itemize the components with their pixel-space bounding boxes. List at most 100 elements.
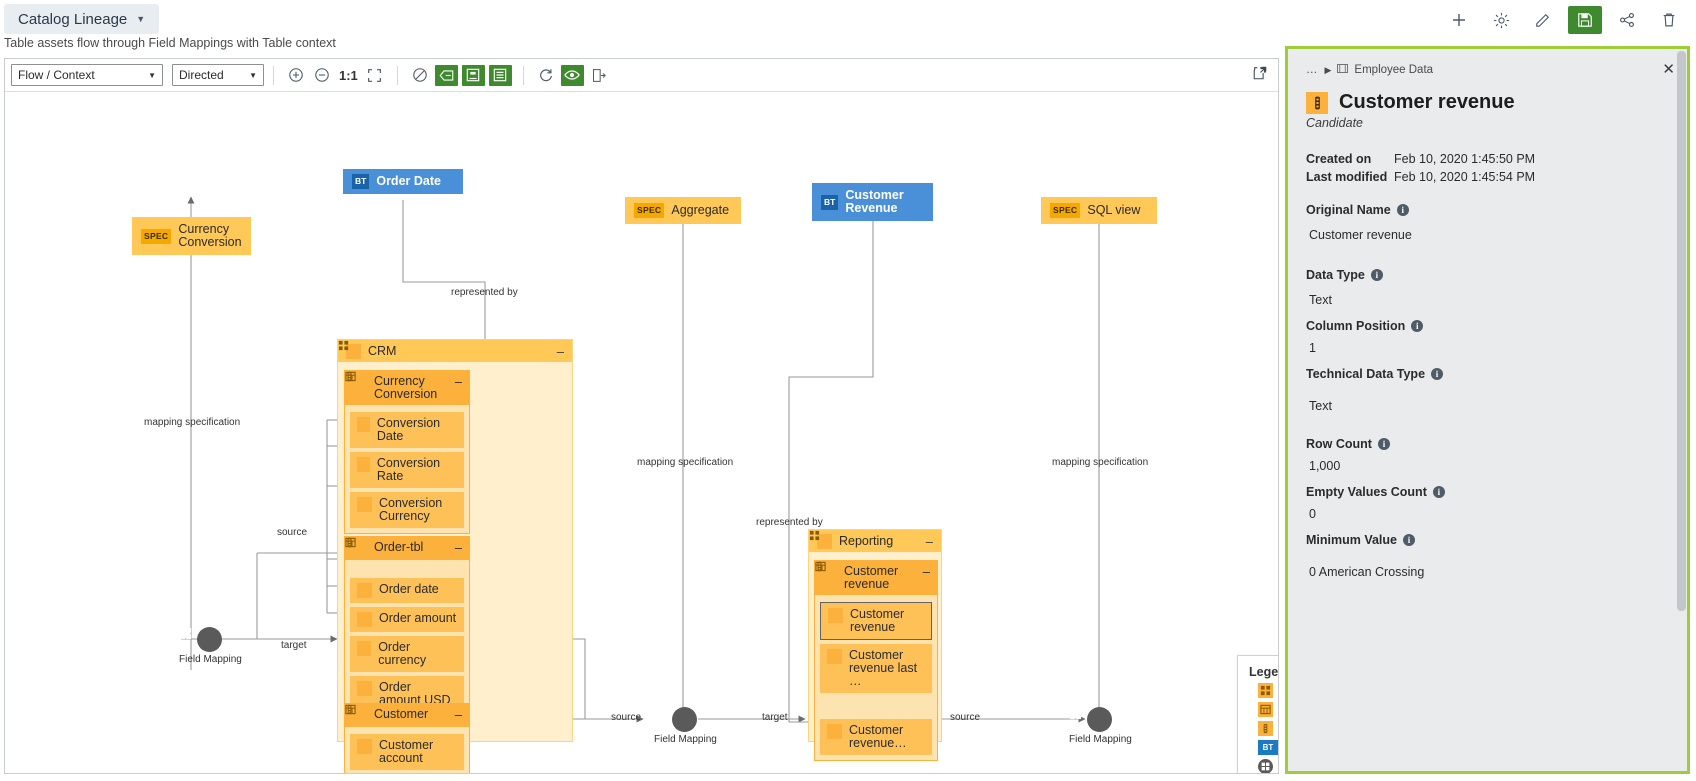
column-icon xyxy=(1306,91,1328,114)
collapse-icon[interactable]: – xyxy=(556,343,564,359)
label-icon[interactable] xyxy=(434,64,458,86)
node-customer-table[interactable]: Customer – Customer account xyxy=(344,703,470,773)
node-currency-conversion-table[interactable]: Currency Conversion – Conversion Date xyxy=(344,370,470,534)
node-conversion-currency[interactable]: Conversion Currency xyxy=(347,371,464,528)
close-icon[interactable]: ✕ xyxy=(1662,61,1675,78)
gear-icon[interactable] xyxy=(1484,6,1518,34)
no-filter-icon[interactable] xyxy=(409,64,431,86)
meta-row-created-on: Created on Feb 10, 2020 1:45:50 PM xyxy=(1306,152,1669,166)
expand-icon[interactable] xyxy=(1252,65,1268,86)
node-field-mapping-1[interactable]: Field Mapping xyxy=(179,627,242,665)
schema-icon xyxy=(1337,63,1349,77)
info-icon[interactable]: i xyxy=(1403,534,1415,546)
save-button[interactable] xyxy=(1568,6,1602,34)
trash-icon[interactable] xyxy=(1652,6,1686,34)
node-label: Customer xyxy=(374,707,429,721)
table-icon xyxy=(345,704,367,723)
info-icon[interactable]: i xyxy=(1431,368,1444,380)
column-icon xyxy=(347,537,372,627)
share-icon[interactable] xyxy=(1610,6,1644,34)
breadcrumb-ellipsis[interactable]: … xyxy=(1306,64,1319,76)
eye-icon[interactable] xyxy=(560,64,584,86)
table-header[interactable]: Order-tbl – xyxy=(345,537,469,560)
table-icon xyxy=(345,537,367,556)
node-label: Customer revenue xyxy=(844,564,899,591)
table-header[interactable]: Customer revenue – xyxy=(815,561,937,595)
fit-screen-icon[interactable] xyxy=(364,64,386,86)
node-order-date-bt[interactable]: BT Order Date xyxy=(343,169,463,194)
info-icon[interactable]: i xyxy=(1411,320,1424,332)
field-label: Data Type i xyxy=(1306,268,1669,282)
node-label: Conversion Rate xyxy=(376,456,441,483)
detail-scroll-thumb[interactable] xyxy=(1677,51,1686,611)
field-label: Empty Values Count i xyxy=(1306,485,1669,499)
table-header[interactable]: Customer – xyxy=(345,704,469,727)
node-sql-view-spec[interactable]: SPEC SQL view xyxy=(1041,197,1157,224)
field-label: Technical Data Type i xyxy=(1306,367,1669,381)
field-value: 1 xyxy=(1309,341,1316,355)
legend-panel[interactable]: Legend Schema Table xyxy=(1237,655,1278,773)
node-customer-revenue-last[interactable]: Customer revenue last … xyxy=(817,561,932,693)
info-icon[interactable]: i xyxy=(1370,269,1383,281)
node-customer-revenue-column[interactable]: Customer revenue xyxy=(817,561,932,640)
node-label: SQL view xyxy=(1087,203,1141,217)
schema-header[interactable]: Reporting – xyxy=(809,530,941,552)
list-icon[interactable] xyxy=(488,64,512,86)
table-columns: Customer revenue Customer revenue last … xyxy=(815,561,937,760)
column-icon xyxy=(347,537,372,598)
node-customer-revenue-bt[interactable]: BT Customer Revenue xyxy=(812,183,933,221)
info-icon[interactable]: i xyxy=(1396,204,1409,216)
tab-catalog-lineage[interactable]: Catalog Lineage ▼ xyxy=(4,4,160,34)
node-crm-schema[interactable]: CRM – Currency Conversion – xyxy=(337,339,573,773)
node-conversion-date[interactable]: Conversion Date xyxy=(347,371,464,448)
zoom-out-icon[interactable] xyxy=(311,64,333,86)
node-customer-revenue-dots[interactable]: Customer revenue… xyxy=(817,561,932,755)
field-value: 0 xyxy=(1309,507,1316,521)
breadcrumb-item[interactable]: Employee Data xyxy=(1354,64,1434,76)
direction-select[interactable]: Directed ▼ xyxy=(172,64,264,86)
field-label-text: Minimum Value xyxy=(1306,533,1397,547)
collapse-icon[interactable]: – xyxy=(922,564,930,579)
node-field-mapping-3[interactable]: Field Mapping xyxy=(1069,707,1132,745)
add-button[interactable] xyxy=(1442,6,1476,34)
column-icon xyxy=(817,561,843,623)
node-order-table[interactable]: Order-tbl – Order date xyxy=(344,536,470,718)
info-icon[interactable]: i xyxy=(1432,486,1445,498)
node-order-currency[interactable]: Order currency xyxy=(347,537,464,672)
export-icon[interactable] xyxy=(588,64,610,86)
column-icon xyxy=(347,371,370,432)
zoom-in-icon[interactable] xyxy=(285,64,307,86)
node-field-mapping-2[interactable]: Field Mapping xyxy=(654,707,717,745)
layout-icon[interactable] xyxy=(461,64,485,86)
field-label-text: Data Type xyxy=(1306,268,1365,282)
pencil-icon[interactable] xyxy=(1526,6,1560,34)
collapse-icon[interactable]: – xyxy=(454,540,462,555)
breadcrumb[interactable]: … ▶ Employee Data xyxy=(1306,63,1669,77)
node-aggregate-spec[interactable]: SPEC Aggregate xyxy=(625,197,741,224)
collapse-icon[interactable]: – xyxy=(454,374,462,389)
detail-panel-scrollbar[interactable] xyxy=(1677,51,1686,771)
graph-toolbar: Flow / Context ▼ Directed ▼ 1:1 xyxy=(5,59,1278,92)
toolbar-divider xyxy=(396,65,398,85)
layout-select[interactable]: Flow / Context ▼ xyxy=(11,64,163,86)
schema-header[interactable]: CRM – xyxy=(338,340,572,362)
node-label: Customer Revenue xyxy=(845,188,904,215)
node-order-amount[interactable]: Order amount xyxy=(347,537,464,632)
table-header[interactable]: Currency Conversion – xyxy=(345,371,469,405)
node-reporting-schema[interactable]: Reporting – Customer revenue – xyxy=(808,529,942,761)
node-currency-conversion-spec[interactable]: SPEC Currency Conversion xyxy=(132,217,251,255)
collapse-icon[interactable]: – xyxy=(925,533,933,549)
node-customer-account[interactable]: Customer account xyxy=(347,704,464,770)
refresh-icon[interactable] xyxy=(535,64,557,86)
graph-area[interactable]: SPEC Currency Conversion BT Order Date S… xyxy=(5,92,1278,773)
node-conversion-rate[interactable]: Conversion Rate xyxy=(347,371,464,488)
field-mapping-icon xyxy=(179,627,222,652)
bt-badge: BT xyxy=(352,174,370,189)
collapse-icon[interactable]: – xyxy=(454,707,462,722)
info-icon[interactable]: i xyxy=(1377,438,1390,450)
node-label: CRM xyxy=(368,344,397,358)
legend-item-table: Table xyxy=(1258,702,1278,717)
node-customer-revenue-table[interactable]: Customer revenue – Customer revenue xyxy=(814,560,938,761)
node-order-date[interactable]: Order date xyxy=(347,537,464,603)
